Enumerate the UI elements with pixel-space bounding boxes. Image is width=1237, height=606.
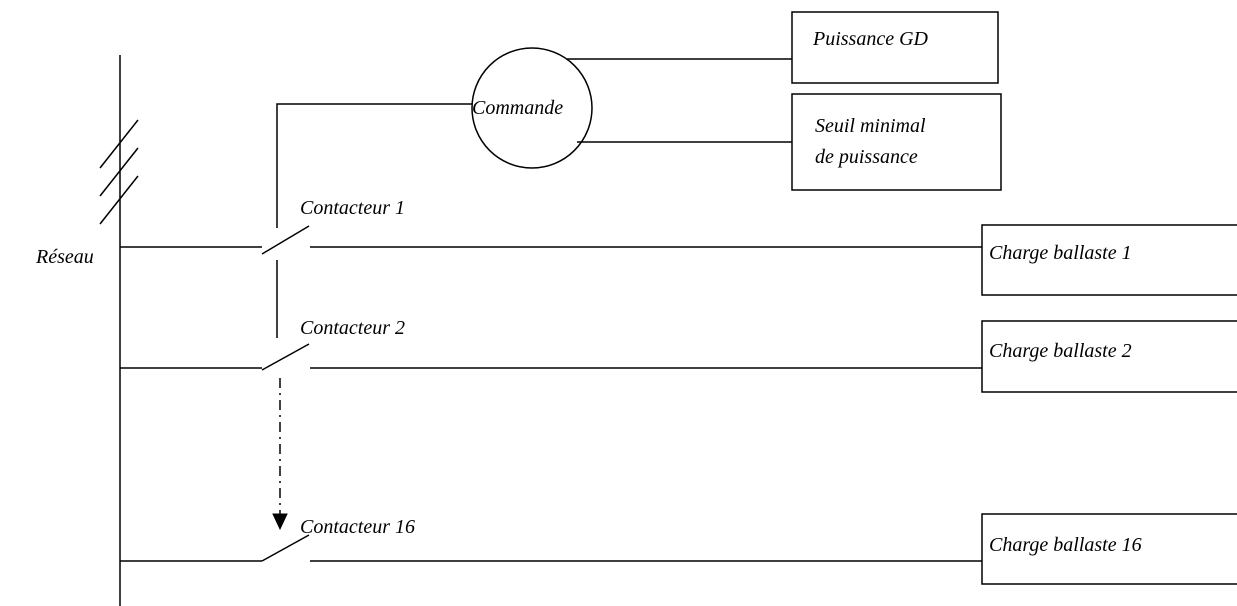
load-16-box <box>981 513 1237 585</box>
power-input-label: Puissance GD <box>812 28 929 50</box>
control-circle <box>471 47 593 169</box>
phase-mark-1 <box>99 119 139 169</box>
network-label: Réseau <box>35 246 94 268</box>
load-1-label: Charge ballaste 1 <box>989 242 1132 264</box>
control-wire <box>276 103 472 228</box>
contactor-16-switch <box>261 534 310 562</box>
control-arrow-head <box>272 513 288 531</box>
threshold-input-label-line1: Seuil minimal <box>815 115 926 137</box>
load-16-label: Charge ballaste 16 <box>989 534 1142 556</box>
control-label: Commande <box>472 97 563 119</box>
load-2-box <box>981 320 1237 393</box>
contactor-2-switch <box>261 343 310 371</box>
threshold-input-box <box>791 93 1002 191</box>
phase-mark-3 <box>99 175 139 225</box>
contactor-1-label: Contacteur 1 <box>300 197 405 219</box>
phase-mark-2 <box>99 147 139 197</box>
load-2-label: Charge ballaste 2 <box>989 340 1132 362</box>
contactor-16-label: Contacteur 16 <box>300 516 415 538</box>
power-input-box <box>791 11 999 84</box>
load-1-box <box>981 224 1237 296</box>
threshold-input-label-line2: de puissance <box>815 146 918 168</box>
contactor-1-switch <box>261 225 310 255</box>
contactor-2-label: Contacteur 2 <box>300 317 405 339</box>
